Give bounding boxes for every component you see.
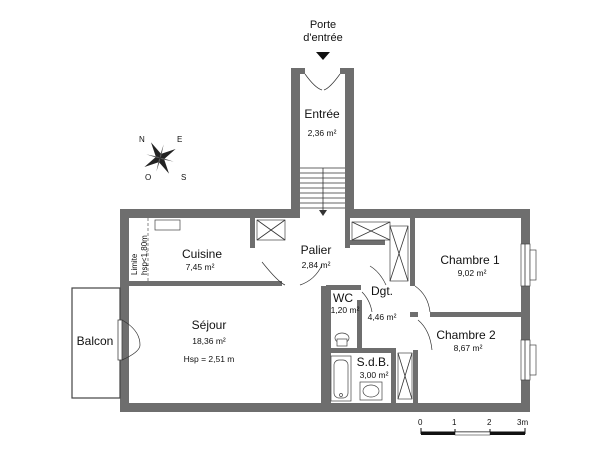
room-palier-name: Palier (301, 243, 332, 257)
room-entree-area: 2,36 m² (308, 128, 337, 138)
entrance-label-line2: d'entrée (303, 32, 342, 44)
scale-bar: 0 1 2 3m (418, 418, 528, 436)
compass-s: S (181, 173, 186, 182)
room-sejour-height: Hsp = 2,51 m (184, 354, 235, 364)
balcony (71, 287, 141, 399)
room-cuisine-area: 7,45 m² (186, 262, 215, 272)
scale-tick-3: 3m (517, 418, 528, 427)
room-dgt-area: 4,46 m² (368, 312, 397, 322)
limit-label-line1: Limite (130, 253, 139, 275)
room-sdb-area: 3,00 m² (360, 370, 389, 380)
compass-e: E (177, 135, 182, 144)
room-chambre2-name: Chambre 2 (436, 328, 496, 342)
room-chambre1-name: Chambre 1 (440, 253, 500, 267)
scale-tick-1: 1 (452, 418, 457, 427)
palier-doors (261, 261, 387, 286)
compass-rose-icon (144, 142, 176, 174)
wc-fixture (334, 291, 373, 347)
storage-cabinets (351, 221, 413, 400)
bathroom-fixtures (330, 355, 383, 402)
entrance-arrow-icon (316, 52, 330, 60)
compass-o: O (145, 173, 151, 182)
room-sejour-name: Séjour (192, 318, 227, 332)
walls (120, 68, 530, 412)
room-dgt-name: Dgt. (371, 284, 393, 298)
room-chambre1-area: 9,02 m² (458, 268, 487, 278)
kitchen-fixtures (154, 219, 286, 241)
entrance-label-line1: Porte (310, 19, 336, 31)
windows-right (520, 243, 537, 381)
room-entree-name: Entrée (304, 107, 340, 121)
limit-label-line2: hsp<1,80m (140, 235, 149, 275)
room-wc-area: 1,20 m² (331, 305, 360, 315)
room-balcon-name: Balcon (77, 334, 114, 348)
room-wc-name: WC (333, 291, 353, 305)
room-sdb-name: S.d.B. (357, 355, 390, 369)
stairs (300, 167, 345, 216)
compass-n: N (139, 135, 145, 144)
room-sejour-area: 18,36 m² (192, 336, 226, 346)
entrance-door (304, 73, 341, 91)
scale-tick-0: 0 (418, 418, 423, 427)
room-cuisine-name: Cuisine (182, 247, 222, 261)
dgt-doors (414, 285, 433, 351)
scale-tick-2: 2 (487, 418, 492, 427)
room-palier-area: 2,84 m² (302, 260, 331, 270)
room-chambre2-area: 8,67 m² (454, 343, 483, 353)
